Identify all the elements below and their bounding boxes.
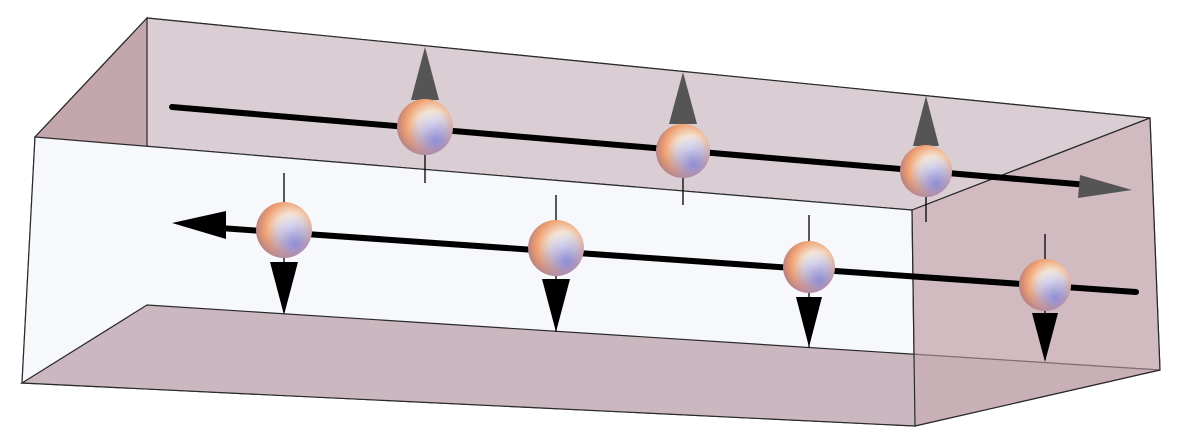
spin-up-arrow-icon <box>411 47 439 100</box>
spin-down-arrow-icon <box>542 279 570 332</box>
particle-sphere-icon <box>256 173 312 315</box>
lower-particles <box>256 173 1071 362</box>
particle-sphere-icon <box>783 215 835 347</box>
particle-sphere-icon <box>656 72 710 205</box>
particle-sphere-icon <box>1019 234 1071 362</box>
upper-particles <box>397 47 952 222</box>
particle-sphere-icon <box>528 195 584 332</box>
lower-track <box>172 211 1139 295</box>
particle-sphere-icon <box>397 47 453 183</box>
direction-arrow-icon <box>1078 175 1132 198</box>
spin-up-arrow-icon <box>669 72 697 124</box>
direction-arrow-icon <box>172 211 226 239</box>
spin-down-arrow-icon <box>1032 313 1058 362</box>
spin-down-arrow-icon <box>270 262 298 315</box>
spin-down-arrow-icon <box>796 297 822 347</box>
particle-sphere-icon <box>900 96 952 222</box>
spin-up-arrow-icon <box>913 96 939 146</box>
